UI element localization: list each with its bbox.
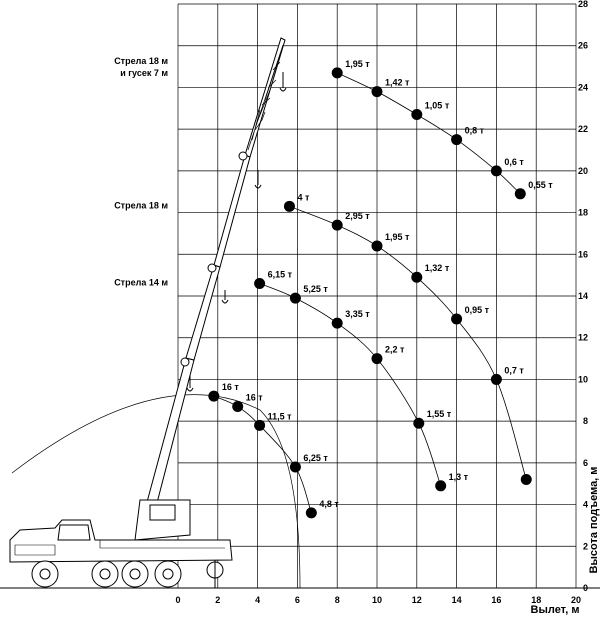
data-label: 0,6 т — [504, 157, 524, 167]
data-label: 5,25 т — [303, 284, 328, 294]
data-point — [305, 507, 317, 519]
data-point — [208, 390, 220, 402]
x-tick-label: 12 — [412, 595, 422, 605]
y-tick-label: 10 — [578, 374, 588, 384]
data-point — [371, 86, 383, 98]
series-curve — [213, 395, 312, 514]
x-tick-label: 14 — [452, 595, 462, 605]
data-label: 1,95 т — [385, 232, 410, 242]
series-name: Стрела 14 м — [114, 277, 168, 287]
crane-truck-illustration — [0, 37, 600, 589]
x-tick-label: 0 — [175, 595, 180, 605]
data-labels: 1,95 т 1,42 т 1,05 т 0,8 т 0,6 т 0,55 т 4 т 2,9… — [222, 59, 553, 509]
y-tick-label: 14 — [578, 291, 588, 301]
x-tick-label: 20 — [571, 595, 581, 605]
data-label: 16 т — [222, 382, 240, 392]
series-curve — [289, 205, 527, 480]
data-label: 0,55 т — [528, 180, 553, 190]
x-tick-label: 16 — [491, 595, 501, 605]
series-names: Стрела 18 м и гусек 7 м Стрела 18 м Стрела … — [114, 56, 168, 288]
x-axis-label: Вылет, м — [531, 604, 580, 616]
series-name: Стрела 18 м — [114, 56, 168, 66]
working-radius-arc — [11, 394, 301, 589]
y-tick-label: 0 — [583, 583, 588, 593]
load-curves — [213, 72, 527, 514]
data-label: 2,95 т — [345, 211, 370, 221]
data-label: 1,3 т — [449, 472, 469, 482]
data-point — [289, 292, 301, 304]
series-curve — [337, 72, 521, 195]
data-point — [490, 373, 502, 385]
data-point — [331, 317, 343, 329]
y-tick-label: 24 — [578, 82, 588, 92]
data-label: 4,8 т — [319, 499, 339, 509]
data-point — [232, 401, 244, 413]
data-point — [411, 271, 423, 283]
data-points — [208, 67, 532, 519]
data-label: 4 т — [297, 192, 310, 202]
x-tick-label: 2 — [215, 595, 220, 605]
data-point — [451, 134, 463, 146]
y-tick-label: 6 — [583, 458, 588, 468]
series-name: и гусек 7 м — [120, 68, 168, 78]
y-tick-label: 22 — [578, 124, 588, 134]
y-tick-label: 8 — [583, 416, 588, 426]
x-tick-label: 6 — [295, 595, 300, 605]
y-tick-label: 12 — [578, 333, 588, 343]
data-label: 1,95 т — [345, 59, 370, 69]
data-point — [289, 461, 301, 473]
data-point — [411, 109, 423, 121]
truck-body — [0, 519, 600, 589]
y-tick-label: 18 — [578, 208, 588, 218]
x-tick-label: 18 — [531, 595, 541, 605]
data-point — [520, 474, 532, 486]
y-tick-label: 16 — [578, 249, 588, 259]
data-label: 0,8 т — [465, 126, 485, 136]
data-label: 16 т — [246, 393, 264, 403]
data-label: 2,2 т — [385, 345, 405, 355]
x-tick-label: 8 — [335, 595, 340, 605]
data-label: 1,05 т — [425, 101, 450, 111]
data-point — [371, 353, 383, 365]
y-tick-label: 28 — [578, 0, 588, 9]
y-tick-label: 4 — [583, 500, 588, 510]
data-label: 0,7 т — [504, 365, 524, 375]
series-name: Стрела 18 м — [114, 200, 168, 210]
data-point — [490, 165, 502, 177]
data-point — [283, 200, 295, 212]
data-label: 1,42 т — [385, 78, 410, 88]
data-point — [435, 480, 447, 492]
data-point — [331, 67, 343, 79]
y-tick-label: 2 — [583, 541, 588, 551]
data-label: 6,25 т — [303, 453, 328, 463]
x-tick-label: 4 — [255, 595, 260, 605]
data-label: 1,32 т — [425, 263, 450, 273]
x-tick-label: 10 — [372, 595, 382, 605]
data-point — [254, 277, 266, 289]
data-point — [514, 188, 526, 200]
data-point — [331, 219, 343, 231]
y-tick-label: 20 — [578, 166, 588, 176]
data-label: 11,5 т — [268, 411, 293, 421]
truck-wheels — [31, 560, 225, 589]
y-tick-label: 26 — [578, 41, 588, 51]
data-point — [413, 417, 425, 429]
data-label: 3,35 т — [345, 309, 370, 319]
data-label: 0,95 т — [465, 305, 490, 315]
data-point — [371, 240, 383, 252]
data-point — [451, 313, 463, 325]
data-label: 6,15 т — [268, 269, 293, 279]
y-axis-label: Высота подъема, м — [588, 467, 600, 574]
data-label: 1,55 т — [427, 409, 452, 419]
data-point — [254, 419, 266, 431]
crane-cab — [134, 499, 191, 541]
